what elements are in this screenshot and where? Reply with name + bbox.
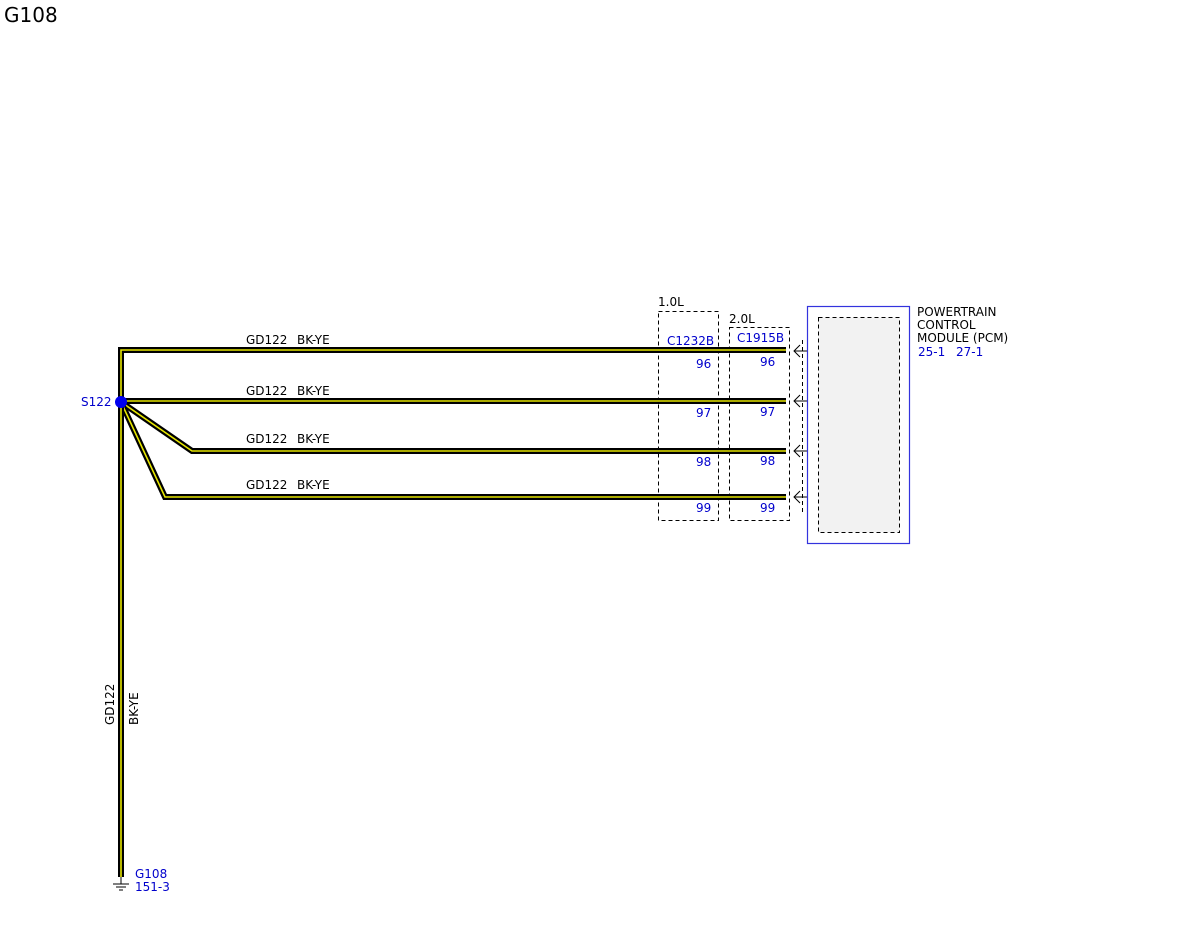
connector-1-pin-3: 98	[696, 455, 711, 469]
pcm-name-line-2: CONTROL	[917, 318, 976, 332]
trunk-circuit: GD122	[103, 684, 117, 725]
splice-id: S122	[81, 395, 112, 409]
wire-3-circuit: GD122	[246, 432, 287, 446]
pcm-module-body	[818, 317, 900, 533]
pcm-name-line-3: MODULE (PCM)	[917, 331, 1008, 345]
connector-1-variant: 1.0L	[658, 295, 684, 309]
connector-2-box	[729, 327, 790, 521]
ground-id: G108	[135, 867, 167, 881]
wire-1[interactable]	[118, 347, 786, 402]
connector-2-pin-1: 96	[760, 355, 775, 369]
ground-symbol-icon	[113, 877, 129, 891]
wire-2-circuit: GD122	[246, 384, 287, 398]
wire-2-color: BK-YE	[297, 384, 330, 398]
wire-3-color: BK-YE	[297, 432, 330, 446]
connector-1-id: C1232B	[667, 334, 714, 348]
ground-ref: 151-3	[135, 880, 170, 894]
wire-4-color: BK-YE	[297, 478, 330, 492]
wire-4-circuit: GD122	[246, 478, 287, 492]
connector-1-box	[658, 311, 719, 521]
splice-dot[interactable]	[115, 396, 127, 408]
wire-1-circuit: GD122	[246, 333, 287, 347]
trunk-color: BK-YE	[127, 692, 141, 725]
connector-2-pin-3: 98	[760, 454, 775, 468]
connector-2-pin-2: 97	[760, 405, 775, 419]
connector-2-pin-4: 99	[760, 501, 775, 515]
wire-harness	[118, 347, 786, 877]
pcm-name-line-1: POWERTRAIN	[917, 305, 997, 319]
pcm-ref-1[interactable]: 25-1	[918, 345, 945, 359]
connector-2-id: C1915B	[737, 331, 784, 345]
connector-2-variant: 2.0L	[729, 312, 755, 326]
connector-1-pin-1: 96	[696, 357, 711, 371]
page-title: G108	[4, 3, 58, 27]
pcm-ref-2[interactable]: 27-1	[956, 345, 983, 359]
connector-1-pin-2: 97	[696, 406, 711, 420]
connector-1-pin-4: 99	[696, 501, 711, 515]
wire-3[interactable]	[119, 399, 786, 454]
wire-1-color: BK-YE	[297, 333, 330, 347]
